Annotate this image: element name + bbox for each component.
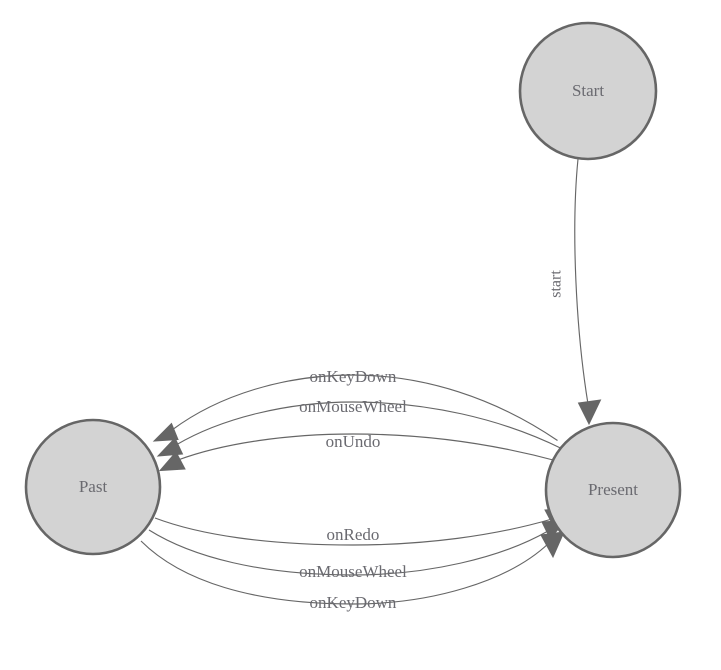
edge-label-present-past-onmousewheel: onMouseWheel xyxy=(299,397,407,416)
node-past-label: Past xyxy=(79,477,108,496)
edge-label-past-present-onkeydown: onKeyDown xyxy=(310,593,397,612)
edge-present-to-past-onmousewheel-arrowhead xyxy=(156,437,184,457)
edge-past-to-present-onmousewheel-path xyxy=(148,529,549,576)
edge-label-past-present-onmousewheel: onMouseWheel xyxy=(299,562,407,581)
edge-present-to-past-onmousewheel[interactable] xyxy=(156,401,563,457)
node-start-circle xyxy=(518,21,658,161)
edge-present-to-past-onundo-arrowhead xyxy=(158,451,186,472)
edge-past-to-present-onkeydown-path xyxy=(140,540,550,605)
node-start-label: Start xyxy=(572,81,604,100)
edge-past-to-present-onkeydown-arrowhead xyxy=(540,531,565,559)
node-present[interactable]: Present xyxy=(544,421,682,559)
edge-present-to-past-onundo[interactable] xyxy=(158,433,558,472)
edge-label-present-past-onundo: onUndo xyxy=(326,432,381,451)
edge-present-to-past-onundo-path xyxy=(177,433,558,462)
edge-present-to-past-onkeydown-arrowhead xyxy=(152,422,179,442)
node-past[interactable]: Past xyxy=(24,418,162,556)
node-present-circle xyxy=(544,421,682,559)
edge-label-present-past-onkeydown: onKeyDown xyxy=(310,367,397,386)
node-past-circle xyxy=(24,418,162,556)
edge-start-to-present-path xyxy=(574,158,589,405)
edge-past-to-present-onredo-path xyxy=(154,517,553,546)
node-start[interactable]: Start xyxy=(518,21,658,161)
node-present-label: Present xyxy=(588,480,638,499)
edge-label-start: start xyxy=(548,270,565,298)
edge-start-to-present-arrowhead xyxy=(577,399,602,426)
edge-start-to-present[interactable] xyxy=(574,158,602,426)
edge-present-to-past-onkeydown-path xyxy=(171,374,558,441)
edge-past-to-present-onkeydown[interactable] xyxy=(140,531,565,605)
edge-present-to-past-onkeydown[interactable] xyxy=(152,374,558,442)
edge-present-to-past-onmousewheel-path xyxy=(175,401,563,450)
edge-label-past-present-onredo: onRedo xyxy=(327,525,380,544)
